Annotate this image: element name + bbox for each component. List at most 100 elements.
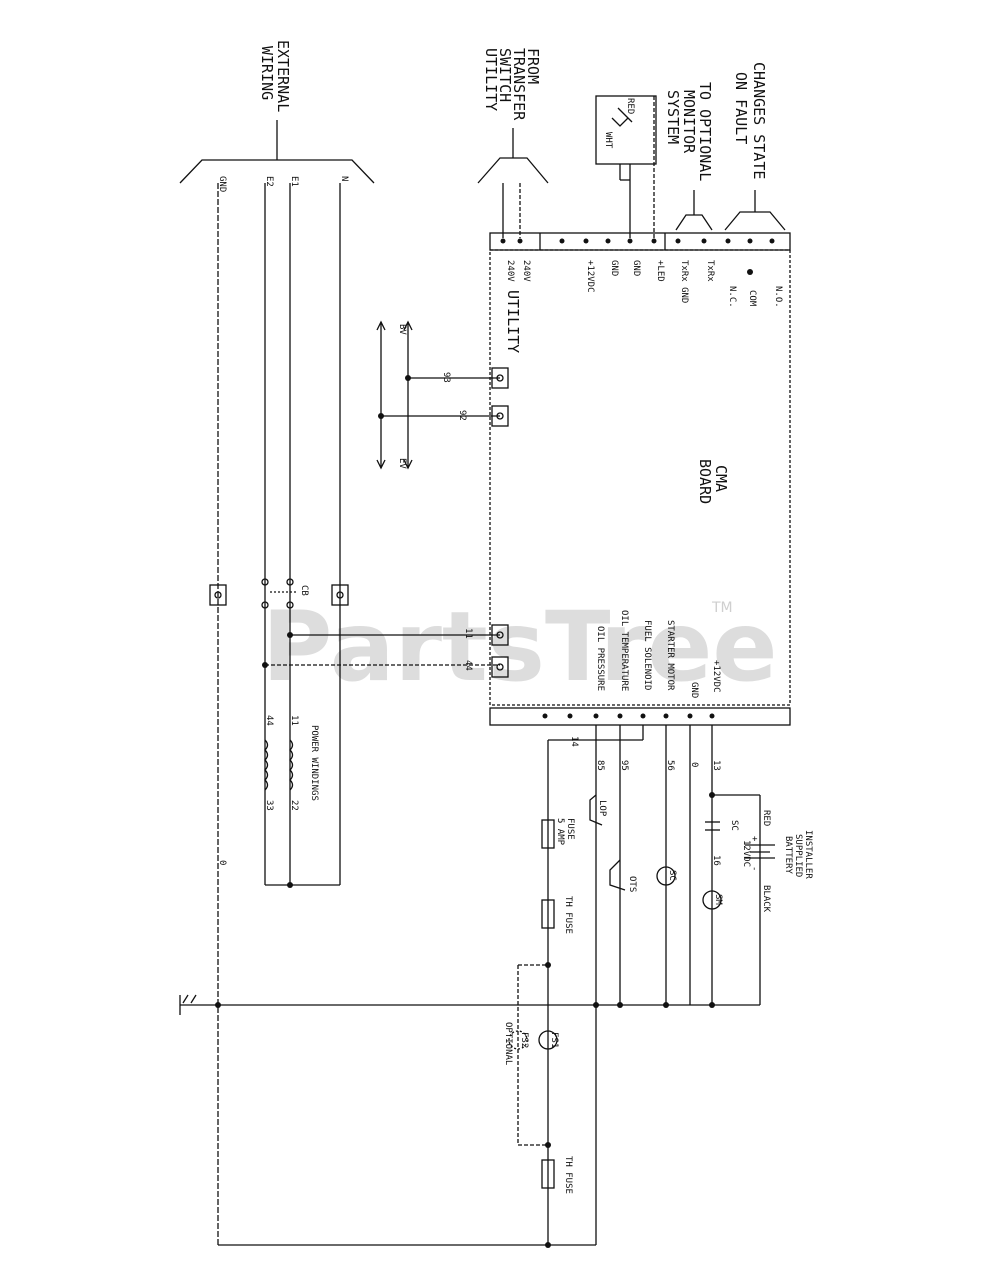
bus-label-bv: BV (397, 324, 407, 335)
svg-text:SYSTEM: SYSTEM (664, 90, 682, 144)
svg-text:OPTIONAL: OPTIONAL (503, 1022, 513, 1065)
wire-num-11b: 11 (289, 715, 299, 726)
svg-text:5 AMP: 5 AMP (555, 818, 565, 846)
board-label-fuel-solenoid: FUEL SOLENOID (642, 620, 652, 690)
wire-num-14: 14 (569, 736, 579, 747)
svg-text:MONITOR: MONITOR (680, 90, 698, 154)
svg-text:TH FUSE: TH FUSE (563, 896, 573, 934)
label-optional: OPTIONAL (503, 1022, 513, 1065)
label-sc-solenoid: SC (667, 870, 677, 881)
battery-black: BLACK (761, 885, 771, 913)
terminal-n (331, 584, 349, 606)
changes-state-bracket (724, 211, 786, 231)
svg-text:CMA: CMA (712, 465, 730, 492)
bottom-terminal-strip (489, 707, 791, 726)
svg-text:ON FAULT: ON FAULT (732, 72, 750, 144)
wire-num-56: 56 (665, 760, 675, 771)
led-module (595, 95, 657, 165)
svg-text:CB: CB (299, 585, 309, 596)
conn-label-txrx-gnd: TxRx GND (679, 260, 689, 303)
svg-text:EV: EV (397, 458, 407, 469)
optional-monitor-label: TO OPTIONAL MONITOR SYSTEM (664, 82, 714, 181)
svg-text:11: 11 (289, 715, 299, 726)
svg-text:240V: 240V (505, 260, 515, 282)
label-sc-relay: SC (729, 820, 739, 831)
wire-num-44b: 44 (264, 715, 274, 726)
th-fuse-2 (541, 1159, 555, 1189)
cb-label: CB (299, 585, 309, 596)
cma-board-outline (489, 249, 791, 706)
wire-num-0b: 0 (217, 860, 227, 865)
svg-text:FS2: FS2 (519, 1032, 529, 1048)
ots-switch (609, 859, 626, 891)
wire-num-33: 33 (264, 800, 274, 811)
fs1-solenoid (538, 1030, 558, 1050)
battery-voltage: 12VDC (741, 840, 751, 867)
svg-text:SC: SC (729, 820, 739, 831)
board-label-12vdc: +12VDC (711, 660, 721, 693)
svg-text:GND: GND (217, 176, 227, 192)
svg-text:WHT: WHT (603, 132, 613, 149)
svg-text:0: 0 (689, 762, 699, 767)
board-label-gnd: GND (689, 682, 699, 698)
svg-text:+LED: +LED (655, 260, 665, 282)
conn-label-led: +LED (655, 260, 665, 282)
conn-label-240v-1: 240V (521, 260, 531, 282)
svg-text:95: 95 (619, 760, 629, 771)
wire-num-0: 0 (689, 762, 699, 767)
changes-state-label: CHANGES STATE ON FAULT (732, 62, 768, 179)
svg-text:11: 11 (463, 628, 473, 639)
svg-text:+: + (749, 836, 759, 842)
wire-num-95: 95 (619, 760, 629, 771)
external-wiring-label: EXTERNAL WIRING (258, 40, 292, 112)
led-wht-label: WHT (603, 132, 613, 149)
svg-text:TH FUSE: TH FUSE (563, 1156, 573, 1194)
svg-text:N: N (339, 176, 349, 181)
wire-label-e1: E1 (289, 176, 299, 187)
terminal-11 (491, 624, 509, 646)
label-lop: LOP (597, 800, 607, 817)
wire-label-n: N (339, 176, 349, 181)
from-transfer-label: FROM TRANSFER SWITCH UTILITY (482, 48, 542, 121)
svg-text:+12VDC: +12VDC (585, 260, 595, 293)
svg-text:N.O.: N.O. (773, 286, 783, 308)
svg-text:BOARD: BOARD (696, 459, 714, 504)
svg-text:TxRx GND: TxRx GND (679, 260, 689, 303)
svg-text:13: 13 (711, 760, 721, 771)
svg-text:EXTERNAL: EXTERNAL (274, 40, 292, 112)
svg-text:22: 22 (289, 800, 299, 811)
svg-text:FUSE: FUSE (565, 818, 575, 840)
svg-text:FROM: FROM (524, 48, 542, 84)
th-fuse-1 (541, 899, 555, 929)
svg-text:RED: RED (625, 98, 635, 114)
label-fs1: FS1 (549, 1032, 559, 1048)
battery-plus: + (749, 836, 759, 842)
svg-text:BV: BV (397, 324, 407, 335)
conn-label-com: COM (747, 290, 757, 307)
terminal-92 (491, 405, 509, 427)
svg-text:FUEL SOLENOID: FUEL SOLENOID (642, 620, 652, 690)
svg-text:E2: E2 (264, 176, 274, 187)
svg-text:33: 33 (264, 800, 274, 811)
sc-solenoid (656, 866, 676, 886)
conn-label-gnd-2: GND (609, 260, 619, 276)
watermark: PartsTree TM (262, 591, 777, 703)
transfer-switch-bracket (477, 157, 549, 184)
svg-text:UTILITY: UTILITY (482, 48, 500, 111)
wire-num-11: 11 (463, 628, 473, 639)
label-th-fuse-2: TH FUSE (563, 1156, 573, 1194)
conn-label-txrx: TxRx (705, 260, 715, 282)
wire-num-44: 44 (463, 660, 473, 671)
svg-text:CHANGES STATE: CHANGES STATE (750, 62, 768, 179)
label-fuse: FUSE 5 AMP (555, 818, 575, 846)
svg-text:56: 56 (665, 760, 675, 771)
svg-text:-: - (749, 866, 759, 871)
svg-text:93: 93 (441, 372, 451, 383)
lop-switch (589, 794, 603, 826)
board-label-starter-motor: STARTER MOTOR (665, 620, 675, 691)
led-red-label: RED (625, 98, 635, 114)
svg-text:N.C.: N.C. (727, 286, 737, 308)
svg-text:+12VDC: +12VDC (711, 660, 721, 693)
svg-text:44: 44 (264, 715, 274, 726)
